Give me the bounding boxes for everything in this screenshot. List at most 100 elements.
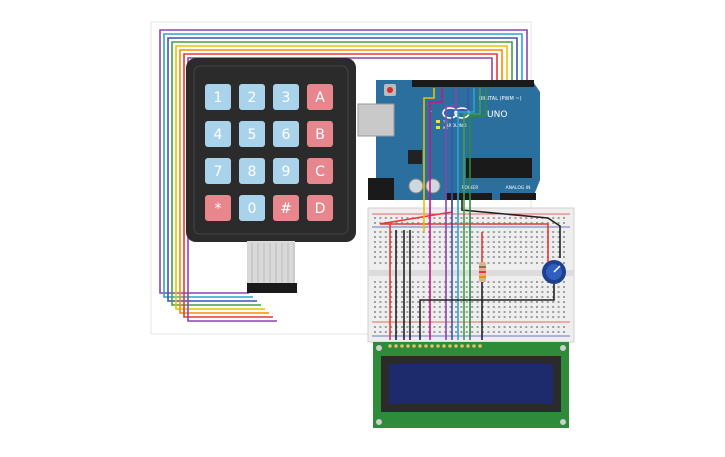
keypad-key-label: 2 [248, 90, 257, 106]
breadboard-hole [411, 246, 414, 248]
breadboard-hole [417, 326, 420, 328]
breadboard-hole [428, 326, 430, 328]
breadboard-hole [417, 286, 420, 288]
breadboard-hole [482, 291, 484, 293]
breadboard-hole [476, 286, 479, 288]
breadboard-hole [482, 236, 484, 238]
breadboard-hole [417, 316, 420, 318]
breadboard-hole [557, 231, 560, 233]
breadboard-hole [433, 256, 436, 258]
breadboard-hole [552, 231, 555, 233]
breadboard-hole [438, 231, 441, 233]
breadboard-hole [406, 251, 409, 253]
breadboard-hole [536, 262, 538, 264]
keypad-key [205, 121, 231, 147]
breadboard-hole [476, 301, 479, 303]
breadboard-hole [433, 306, 436, 308]
wire-red-keypad [183, 53, 498, 318]
breadboard-hole [438, 251, 441, 253]
breadboard-hole [384, 231, 387, 233]
breadboard-hole [455, 241, 457, 243]
keypad-key [273, 158, 299, 184]
breadboard-hole [433, 296, 436, 298]
breadboard-hole [482, 231, 484, 233]
breadboard-hole [401, 222, 403, 224]
breadboard-hole [411, 241, 414, 243]
breadboard-hole [390, 291, 393, 293]
breadboard-hole [465, 311, 468, 313]
breadboard-hole [530, 231, 533, 233]
breadboard-hole [401, 236, 403, 238]
breadboard-hole [438, 256, 441, 258]
breadboard-hole [492, 251, 495, 253]
breadboard-hole [492, 331, 495, 333]
breadboard-hole [455, 291, 457, 293]
breadboard-hole [509, 281, 511, 283]
breadboard-hole [492, 217, 495, 219]
breadboard-hole [455, 311, 457, 313]
keypad-key-label: 6 [282, 127, 291, 143]
breadboard-hole [374, 236, 376, 238]
breadboard-hole [514, 311, 517, 313]
breadboard-hole [401, 311, 403, 313]
wire-cyan-keypad [163, 33, 523, 298]
breadboard-hole [465, 306, 468, 308]
breadboard-hole [428, 222, 430, 224]
breadboard-hole [465, 222, 468, 224]
breadboard-hole [411, 331, 414, 333]
breadboard-hole [379, 291, 382, 293]
breadboard-hole [557, 222, 560, 224]
breadboard-hole [411, 262, 414, 264]
lcd-pins [388, 344, 482, 348]
breadboard-hole [519, 246, 522, 248]
breadboard-hole [482, 286, 484, 288]
breadboard-hole [536, 222, 538, 224]
breadboard-hole [455, 331, 457, 333]
breadboard-hole [509, 301, 511, 303]
breadboard-hole [541, 301, 544, 303]
keypad-ribbon [247, 241, 295, 285]
breadboard-hole [422, 256, 425, 258]
breadboard-hole [417, 251, 420, 253]
breadboard-hole [406, 246, 409, 248]
breadboard-hole [428, 256, 430, 258]
breadboard-hole [438, 311, 441, 313]
breadboard-hole [422, 331, 425, 333]
breadboard-hole [541, 251, 544, 253]
breadboard-hole [492, 316, 495, 318]
breadboard-hole [503, 251, 506, 253]
breadboard-hole [519, 256, 522, 258]
breadboard-hole [492, 286, 495, 288]
breadboard-hole [541, 311, 544, 313]
breadboard-hole [525, 306, 528, 308]
breadboard-hole [379, 331, 382, 333]
breadboard-hole [406, 217, 409, 219]
breadboard-hole [492, 281, 495, 283]
breadboard-hole [519, 301, 522, 303]
breadboard-hole [563, 306, 565, 308]
breadboard-hole [541, 316, 544, 318]
breadboard-hole [546, 291, 549, 293]
breadboard-hole [519, 316, 522, 318]
breadboard-hole [471, 217, 474, 219]
breadboard-hole [530, 331, 533, 333]
breadboard-hole [460, 256, 463, 258]
breadboard-hole [552, 236, 555, 238]
breadboard-hole [492, 231, 495, 233]
breadboard-hole [449, 331, 452, 333]
wire-pot-vo [419, 284, 555, 340]
breadboard [367, 207, 575, 343]
breadboard-hole [406, 331, 409, 333]
breadboard-hole [525, 251, 528, 253]
breadboard-hole [406, 301, 409, 303]
breadboard-hole [541, 222, 544, 224]
breadboard-hole [384, 241, 387, 243]
wire-yellow-keypad [175, 45, 508, 310]
breadboard-hole [503, 326, 506, 328]
breadboard-hole [563, 262, 565, 264]
breadboard-hole [509, 217, 511, 219]
breadboard-hole [379, 301, 382, 303]
breadboard-hole [498, 311, 501, 313]
breadboard-hole [471, 306, 474, 308]
breadboard-hole [471, 296, 474, 298]
